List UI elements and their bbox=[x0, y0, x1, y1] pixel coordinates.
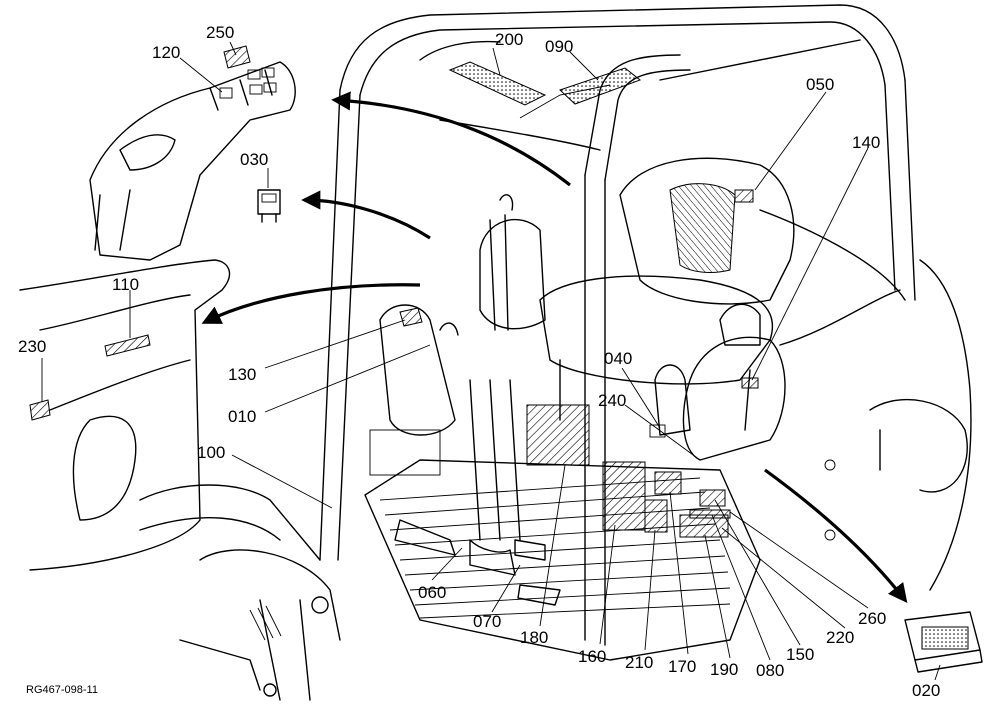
label-110-decal bbox=[104, 334, 151, 357]
callout-140: 140 bbox=[852, 133, 880, 152]
callout-080: 080 bbox=[756, 661, 784, 680]
callout-120: 120 bbox=[152, 43, 180, 62]
callout-010: 010 bbox=[228, 407, 256, 426]
label-250-decal bbox=[223, 45, 251, 69]
leader-lines bbox=[41, 41, 941, 681]
callout-220: 220 bbox=[826, 628, 854, 647]
callout-050: 050 bbox=[806, 75, 834, 94]
callout-260: 260 bbox=[858, 609, 886, 628]
callout-030: 030 bbox=[240, 150, 268, 169]
label-050-decal bbox=[734, 189, 754, 203]
callout-040: 040 bbox=[604, 349, 632, 368]
callout-230: 230 bbox=[18, 337, 46, 356]
callout-090: 090 bbox=[545, 37, 573, 56]
callout-100: 100 bbox=[197, 443, 225, 462]
arrow-to-console-cover bbox=[331, 91, 571, 187]
callout-150: 150 bbox=[786, 645, 814, 664]
callout-170: 170 bbox=[668, 657, 696, 676]
label-130-decal bbox=[399, 307, 423, 327]
callout-200: 200 bbox=[495, 30, 523, 49]
right-console bbox=[649, 303, 786, 461]
arrow-to-side-panel bbox=[201, 283, 421, 324]
part-020 bbox=[904, 611, 983, 673]
label-180-decal bbox=[526, 404, 590, 466]
callout-180: 180 bbox=[520, 628, 548, 647]
left-side-panel bbox=[19, 259, 231, 571]
figure-code: RG467-098-11 bbox=[26, 684, 98, 696]
rear-cover bbox=[759, 209, 972, 591]
callout-110: 110 bbox=[112, 275, 139, 294]
switch-part-030 bbox=[257, 189, 281, 223]
callout-160: 160 bbox=[578, 647, 606, 666]
label-200-decal bbox=[448, 61, 547, 106]
arrow-to-switch bbox=[301, 190, 431, 240]
label-090-decal bbox=[559, 67, 642, 105]
upper-console-cover bbox=[89, 45, 296, 261]
callout-020: 020 bbox=[912, 681, 940, 700]
label-160-decal bbox=[602, 461, 646, 531]
callout-250: 250 bbox=[206, 23, 234, 42]
callout-240: 240 bbox=[598, 391, 626, 410]
label-210-decal bbox=[644, 499, 668, 533]
callout-060: 060 bbox=[418, 583, 446, 602]
arrow-to-part-020 bbox=[764, 468, 908, 604]
label-140-decal bbox=[741, 377, 759, 389]
label-170-decal bbox=[654, 471, 682, 495]
boom-assembly bbox=[139, 484, 341, 701]
label-150-decal bbox=[699, 489, 726, 507]
callout-190: 190 bbox=[710, 660, 738, 679]
label-120-decal bbox=[219, 87, 233, 99]
callout-210: 210 bbox=[625, 653, 653, 672]
callout-130: 130 bbox=[228, 365, 256, 384]
callout-070: 070 bbox=[473, 612, 501, 631]
label-230-decal bbox=[29, 399, 51, 421]
operator-seat bbox=[539, 157, 795, 431]
left-console bbox=[369, 194, 546, 541]
label-080-decal bbox=[689, 509, 731, 519]
